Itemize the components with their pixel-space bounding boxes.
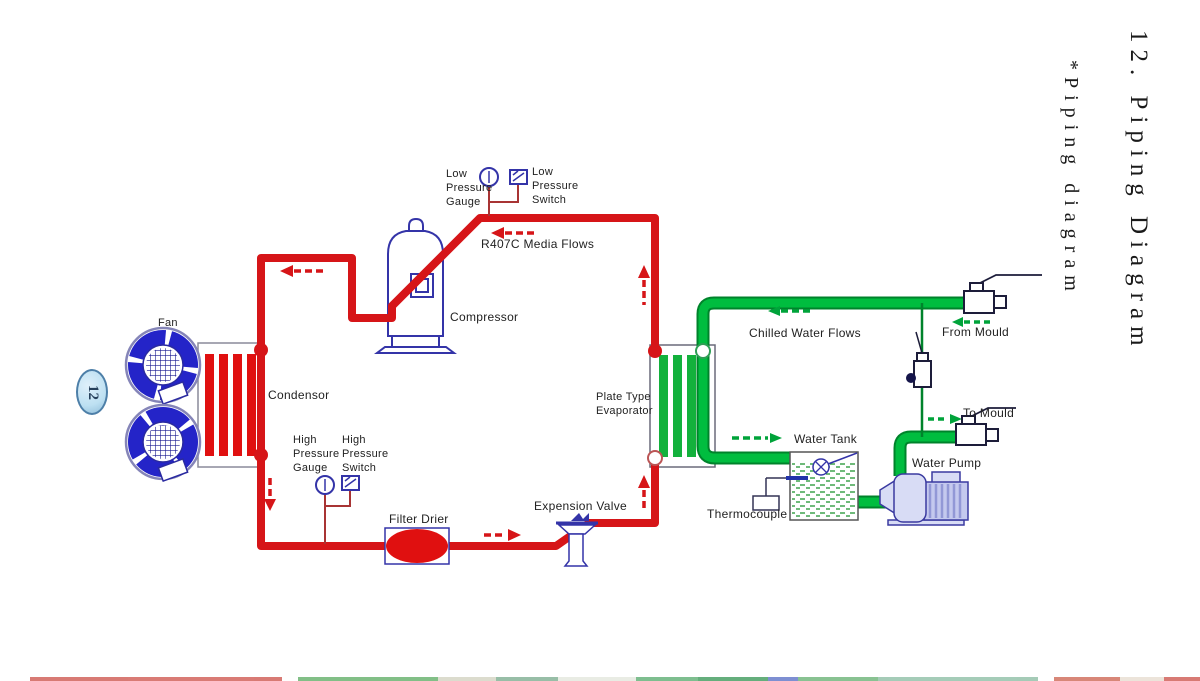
arrow-from-mould [952,317,992,327]
low-pressure-gauge-icon [479,167,519,216]
label-to-mould: To Mould [963,406,1015,420]
suction-discharge-pipe [257,214,659,352]
water-pump-symbol [879,471,969,526]
filter-drier-symbol [384,527,450,565]
label-refrigerant-flow: R407C Media Flows [481,237,595,251]
condensor-symbol [197,342,263,468]
page-number-badge: 12 [76,369,108,415]
bypass-valve [906,331,932,388]
label-fan: Fan [158,317,178,329]
high-pressure-gauge-icon [315,475,351,544]
water-pipes [696,296,965,509]
arrow-evap-to-tank [732,433,782,443]
page-number: 12 [84,384,101,400]
label-chilled-water-flow: Chilled Water Flows [749,326,861,340]
high-pressure-switch-icon [341,475,360,491]
refrigerant-pipes [257,214,659,550]
arrow-up-evap-inlet [638,475,650,512]
label-filter-drier: Filter Drier [389,512,449,526]
page-subtitle: *Piping diagram [1060,60,1082,298]
arrow-down-left-pipe [264,478,276,511]
arrow-chilled-water [768,306,814,316]
arrow-right-bottom-pipe [484,529,521,541]
label-evaporator: Plate Type Evaporator [596,391,653,417]
fan-top [124,326,202,405]
low-pressure-switch-icon [509,169,528,185]
refrigerant-flow-arrows [264,227,650,541]
label-high-pressure-gauge: High Pressure Gauge [293,434,340,474]
float-arm [827,452,858,465]
thermocouple-symbol [752,476,808,511]
label-low-pressure-switch: Low Pressure Switch [532,166,579,206]
label-low-pressure-gauge: Low Pressure Gauge [446,168,493,208]
compressor-band [391,335,440,348]
label-expansion-valve: Expension Valve [534,499,627,513]
label-water-tank: Water Tank [794,432,858,446]
water-tank-symbol [789,451,859,521]
label-water-pump: Water Pump [912,456,982,470]
label-compressor: Compressor [450,310,519,324]
label-high-pressure-switch: High Pressure Switch [342,434,389,474]
arrow-left-top [280,265,324,277]
label-condensor: Condensor [268,388,330,402]
pipe-joints [254,343,711,466]
expansion-valve-symbol [556,513,598,567]
compressor-base [374,346,457,354]
arrow-up-suction [638,265,650,305]
supply-water-pipe [895,432,958,476]
scan-artifact-strip [0,677,1200,681]
compressor-knob [408,217,424,232]
page-title: 12. Piping Diagram [1125,30,1152,353]
fan-bottom [124,403,202,482]
arrow-to-mould [928,414,962,424]
label-from-mould: From Mould [942,325,1010,339]
to-mould-valve [955,407,1016,446]
label-thermocouple: Thermocouple [707,507,788,521]
return-water-pipe [698,298,965,463]
from-mould-valve [963,274,1042,314]
arrow-r407c [491,227,536,239]
water-flow-arrows [732,306,992,443]
